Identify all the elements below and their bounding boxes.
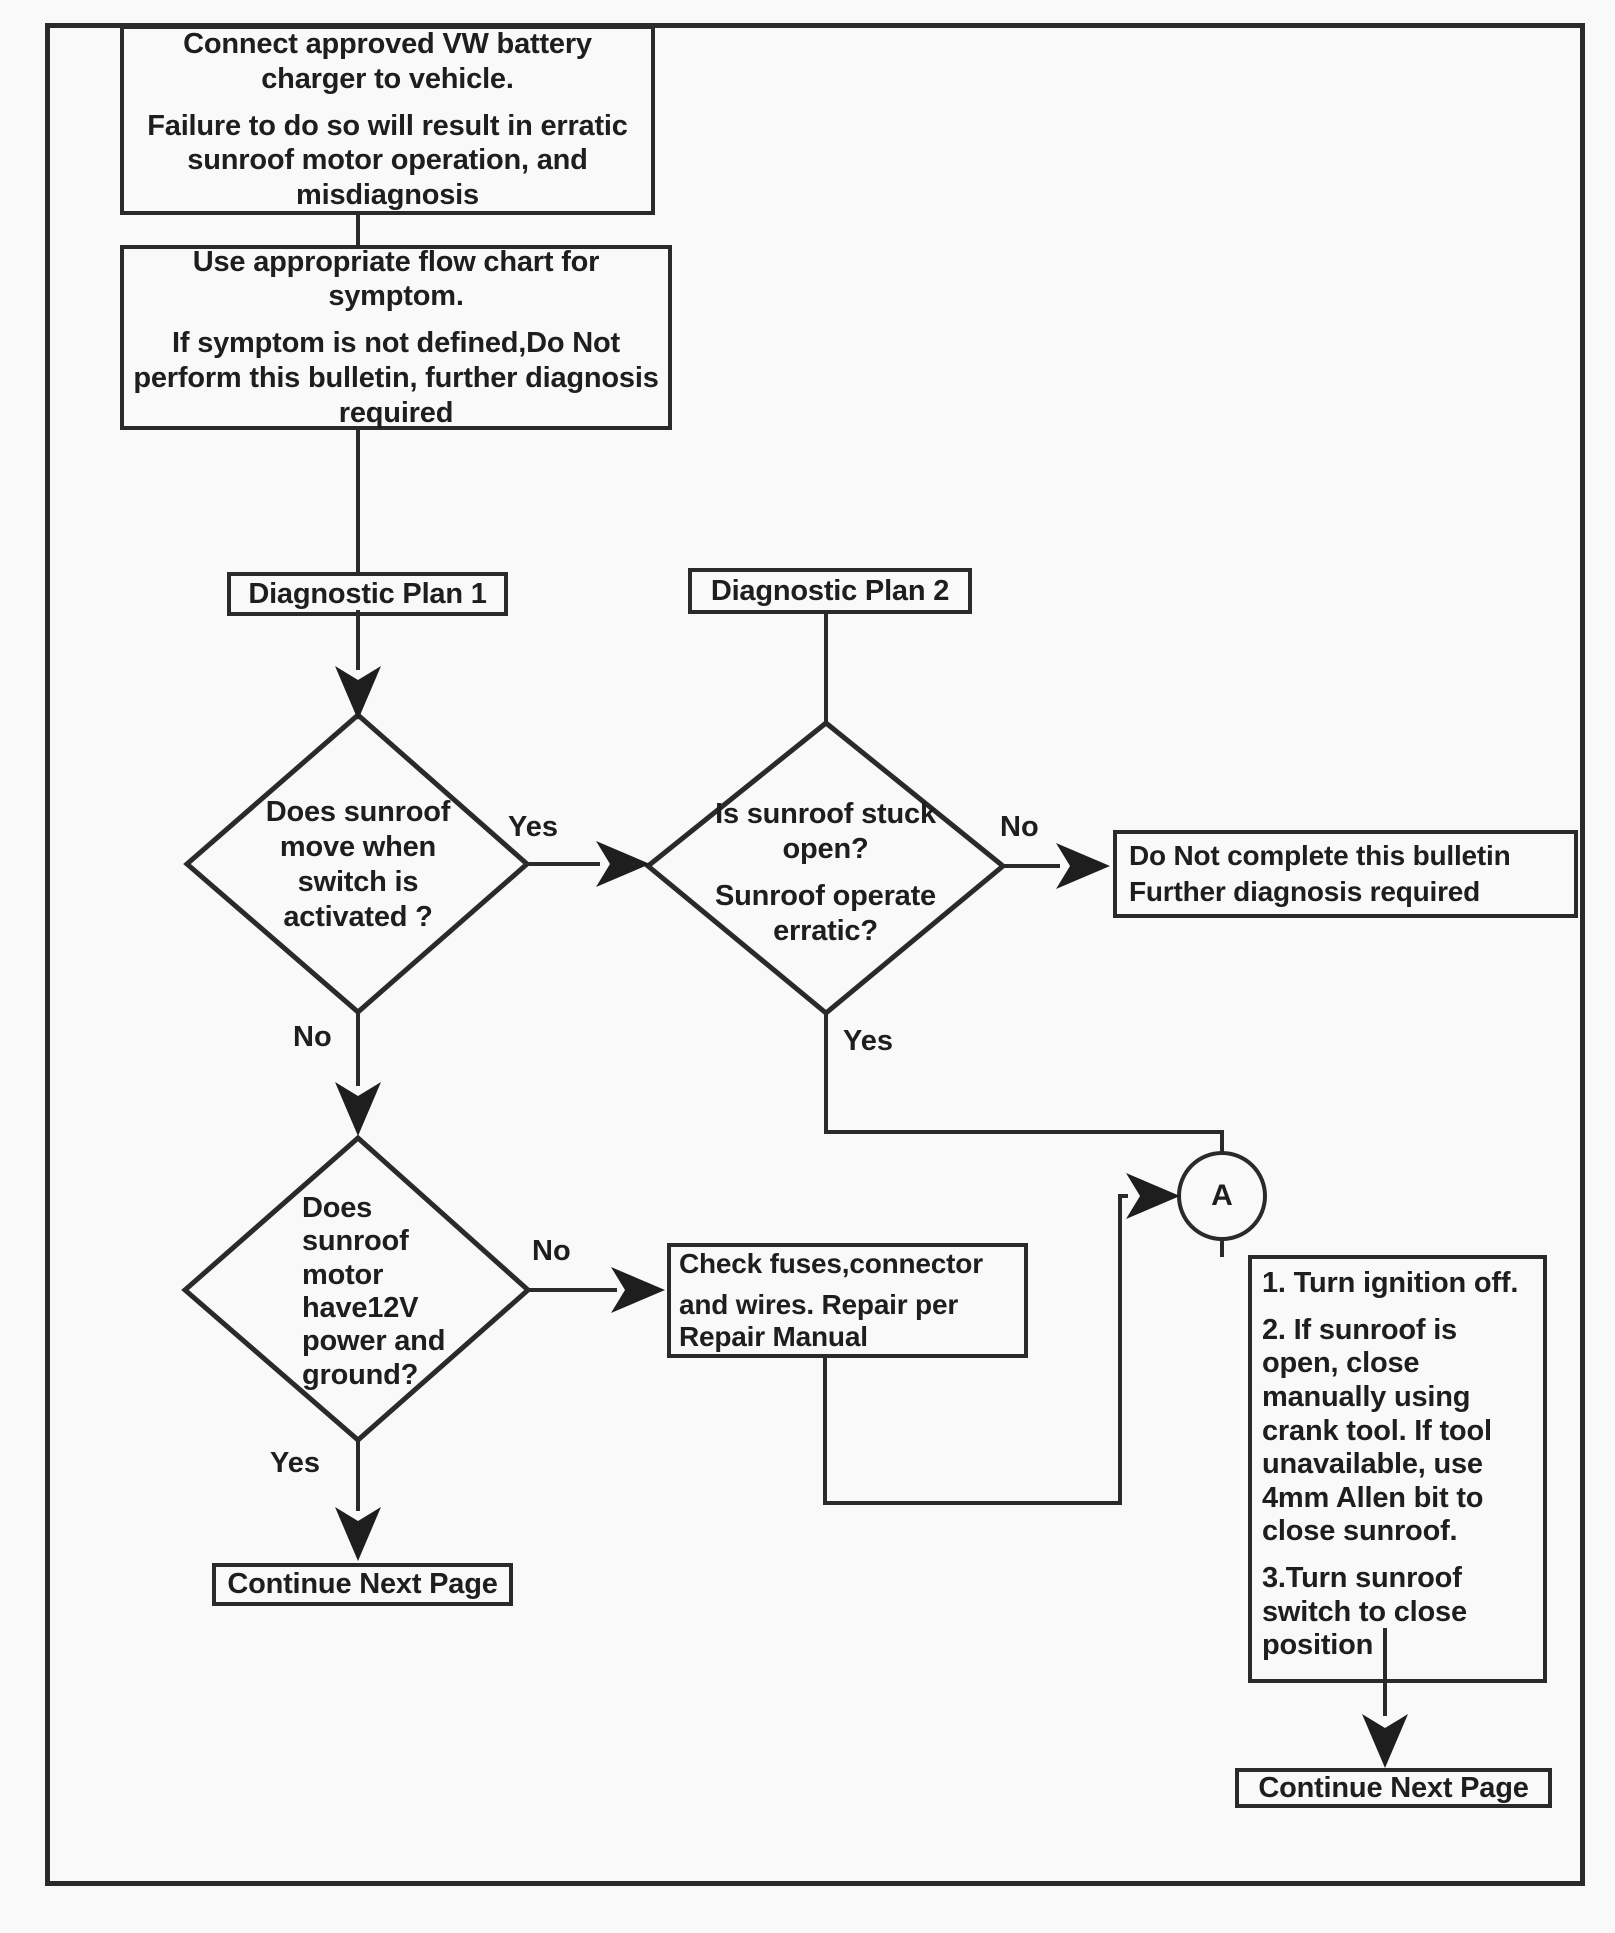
- yes-label-power: Yes: [270, 1447, 320, 1479]
- symptom-box-line-2: If symptom is not defined,Do Not perform…: [133, 327, 659, 429]
- instruction-step-3: 3.Turn sunroof switch to close position: [1262, 1562, 1467, 1662]
- continue-next-page-right-label: Continue Next Page: [1258, 1771, 1529, 1804]
- no-label-power: No: [532, 1235, 571, 1267]
- arrow-down-icon: [335, 666, 381, 720]
- start-box-line-1: Connect approved VW battery charger to v…: [183, 28, 592, 95]
- connector-fuses-to-a: [823, 1194, 1128, 1505]
- arrow-down-icon: [335, 1082, 381, 1136]
- arrow-right-icon: [611, 1267, 665, 1313]
- decision-switch-question: Does sunroof move when switch is activat…: [265, 796, 451, 933]
- connector-a-label: A: [1211, 1179, 1233, 1212]
- yes-label-stuck: Yes: [843, 1025, 893, 1057]
- do-not-complete-line-2: Further diagnosis required: [1129, 876, 1481, 908]
- yes-label-switch: Yes: [508, 811, 558, 843]
- decision-power-text: Does sunroof motor have12V power and gro…: [302, 1182, 482, 1402]
- check-fuses-line-2: and wires. Repair per Repair Manual: [679, 1288, 959, 1353]
- decision-diamond-power: [181, 1134, 532, 1444]
- diagnostic-plan-1-label: Diagnostic Plan 1: [248, 577, 487, 610]
- decision-diamond-switch: [183, 711, 531, 1016]
- decision-switch-text: Does sunroof move when switch is activat…: [258, 770, 458, 960]
- arrow-right-icon: [596, 841, 650, 887]
- decision-diamond-stuck: [644, 719, 1007, 1017]
- no-label-switch: No: [293, 1021, 332, 1053]
- arrow-right-icon: [1126, 1173, 1180, 1219]
- diagnostic-plan-1-box: Diagnostic Plan 1: [227, 572, 508, 616]
- start-box-line-2: Failure to do so will result in erratic …: [147, 109, 628, 212]
- symptom-box-line-1: Use appropriate flow chart for symptom.: [192, 245, 600, 313]
- no-label-stuck: No: [1000, 811, 1039, 843]
- symptom-box: Use appropriate flow chart for symptom. …: [120, 245, 672, 430]
- decision-power-question: Does sunroof motor have12V power and gro…: [302, 1191, 446, 1391]
- decision-stuck-question-1: Is sunroof stuck open?: [715, 798, 936, 866]
- start-box: Connect approved VW battery charger to v…: [120, 25, 655, 215]
- decision-stuck-text: Is sunroof stuck open? Sunroof operate e…: [683, 793, 968, 953]
- continue-next-page-left-label: Continue Next Page: [227, 1568, 498, 1601]
- continue-next-page-right-box: Continue Next Page: [1235, 1768, 1552, 1808]
- connector-yes2-to-a: [824, 1013, 1224, 1153]
- continue-next-page-left-box: Continue Next Page: [212, 1563, 513, 1606]
- arrow-down-icon: [335, 1507, 381, 1561]
- page-border: [45, 23, 1585, 1886]
- do-not-complete-box: Do Not complete this bulletin Further di…: [1113, 830, 1578, 918]
- do-not-complete-line-1: Do Not complete this bulletin: [1129, 839, 1511, 871]
- check-fuses-box: Check fuses,connector and wires. Repair …: [667, 1243, 1028, 1358]
- arrow-right-icon: [1056, 843, 1110, 889]
- instructions-box: 1. Turn ignition off. 2. If sunroof is o…: [1248, 1255, 1547, 1683]
- diagnostic-plan-2-box: Diagnostic Plan 2: [688, 568, 972, 614]
- diagnostic-plan-2-label: Diagnostic Plan 2: [710, 574, 950, 607]
- check-fuses-line-1: Check fuses,connector: [679, 1247, 983, 1279]
- instruction-step-1: 1. Turn ignition off.: [1262, 1267, 1519, 1299]
- arrow-down-icon: [1362, 1714, 1408, 1768]
- instruction-step-2: 2. If sunroof is open, close manually us…: [1262, 1313, 1492, 1548]
- decision-stuck-question-2: Sunroof operate erratic?: [715, 880, 936, 947]
